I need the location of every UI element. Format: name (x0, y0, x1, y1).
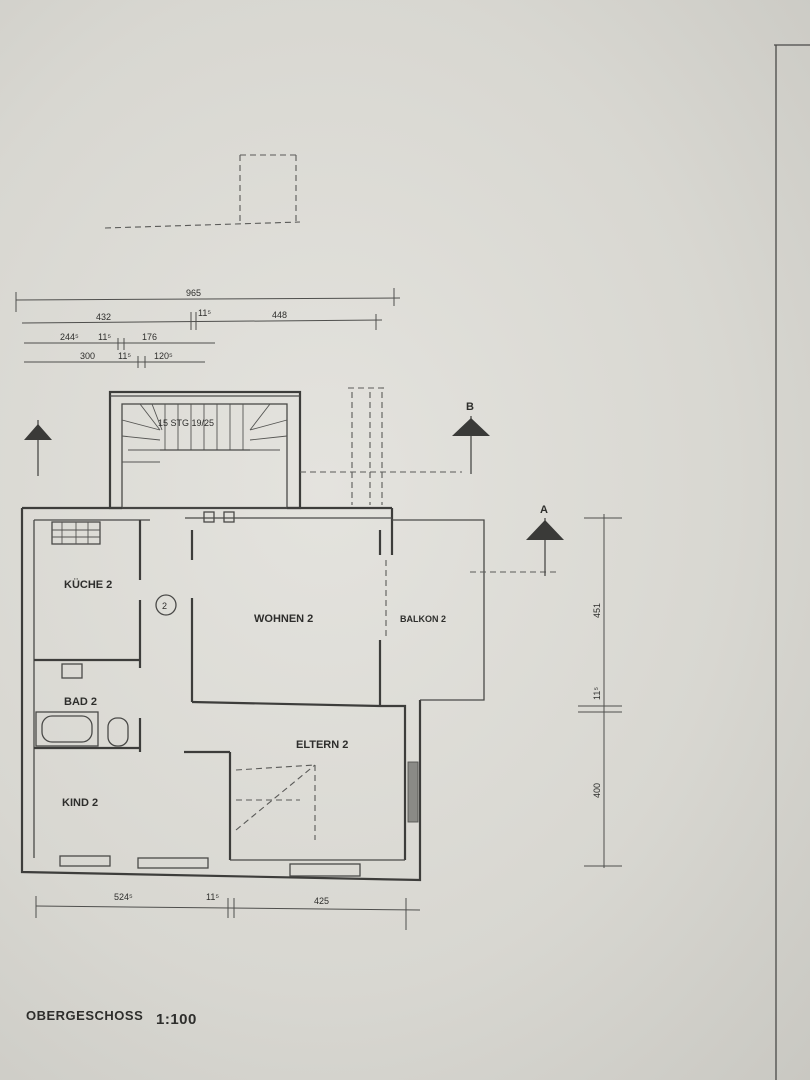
dimension-chain-top (15, 288, 401, 368)
dim-965: 965 (186, 288, 201, 298)
dim-448: 448 (272, 310, 287, 320)
dim-11-5-a: 11⁵ (198, 308, 211, 318)
chimney (203, 511, 235, 523)
dim-11-5-bottom: 11⁵ (206, 892, 219, 902)
dimension-chain-bottom (35, 896, 421, 930)
room-label-kind: KIND 2 (62, 797, 98, 809)
outer-walls (20, 506, 422, 882)
interior-walls (34, 520, 407, 861)
dim-451: 451 (592, 603, 602, 618)
eltern-hatch (235, 761, 419, 840)
dim-425: 425 (314, 896, 329, 906)
dim-400: 400 (592, 783, 602, 798)
section-marker-a (526, 518, 564, 576)
dim-176: 176 (142, 332, 157, 342)
section-marker-b (452, 416, 490, 474)
stair-label: 15 STG 19/25 (158, 418, 214, 428)
room-label-kueche: KÜCHE 2 (64, 578, 112, 591)
stair-number-circle (155, 594, 177, 616)
room-label-balkon: BALKON 2 (400, 614, 446, 624)
balcony (385, 519, 560, 701)
dashed-balcony-outline (300, 387, 462, 505)
bottom-windows (59, 855, 361, 877)
dim-300: 300 (80, 351, 95, 361)
section-marker-left (24, 420, 52, 476)
upper-dashed-outline (104, 154, 301, 229)
section-label-a: A (540, 504, 548, 516)
room-label-bad: BAD 2 (64, 696, 97, 708)
dim-524-5: 524⁵ (114, 892, 133, 902)
dim-432: 432 (96, 312, 111, 322)
stair-number: 2 (162, 601, 167, 611)
room-label-eltern: ELTERN 2 (296, 739, 348, 751)
dim-120-5: 120⁵ (154, 351, 173, 361)
dim-11-5-b: 11⁵ (98, 332, 111, 342)
dimension-chain-right (578, 514, 622, 868)
drawing-scale: 1:100 (156, 1011, 197, 1028)
dim-11-5-right: 11⁵ (592, 687, 602, 700)
stair-steps (121, 403, 288, 463)
dim-244-5: 244⁵ (60, 332, 79, 342)
dim-11-5-c: 11⁵ (118, 351, 131, 361)
stair-enclosure (108, 390, 302, 510)
section-label-b: B (466, 401, 474, 413)
bathroom-fixtures (35, 663, 129, 747)
kitchen-counter (51, 521, 101, 545)
drawing-title: OBERGESCHOSS (26, 1008, 143, 1023)
room-label-wohnen: WOHNEN 2 (254, 613, 313, 625)
